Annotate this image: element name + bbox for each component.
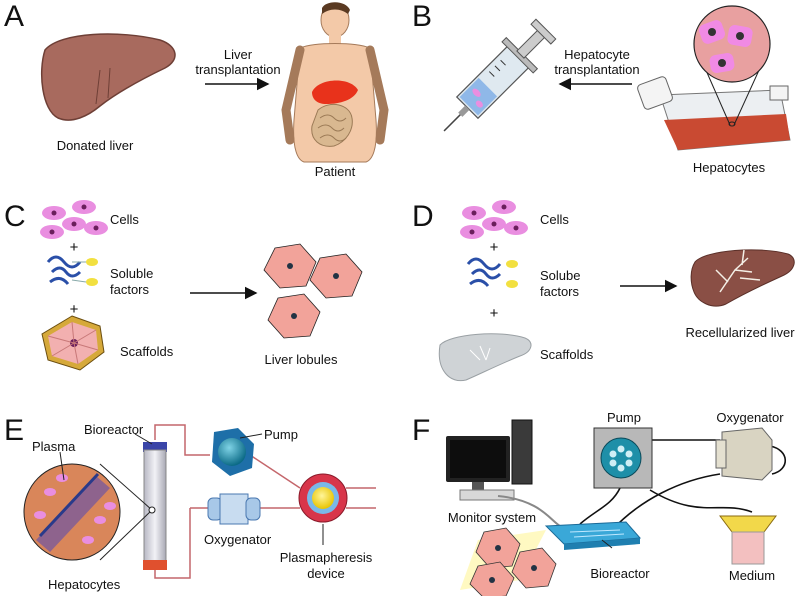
liver-lobules-label: Liver lobules [264, 352, 338, 367]
recellularized-liver-illustration [690, 249, 795, 307]
oxygenator-device-f [715, 427, 773, 481]
hepatocytes-label-b: Hepatocytes [692, 160, 766, 175]
oxygenator-label-e: Oxygenator [204, 532, 272, 547]
panel-letter-d: D [412, 200, 434, 233]
scaffolds-label-d: Scaffolds [540, 347, 594, 362]
liver-transplantation-label-line1: Liver [223, 47, 253, 62]
tubing-f [579, 439, 787, 531]
panel-letter-a: A [4, 0, 25, 33]
hepatocytes-label-e: Hepatocytes [48, 577, 121, 592]
monitor-cable [497, 495, 561, 527]
hepatocyte-transplantation-label-line2: transplantation [554, 62, 640, 77]
tubing-e [154, 424, 376, 579]
soluble-factors-label-c-line1: Soluble [110, 266, 154, 281]
plasmapheresis-device-icon [298, 473, 348, 523]
bioreactor-label-f: Bioreactor [590, 566, 650, 581]
plasma-label-leader [59, 451, 65, 481]
decellularized-liver-scaffold-icon [438, 333, 532, 382]
pump-label-leader-e [239, 433, 263, 439]
panel-letter-f: F [412, 414, 431, 447]
medium-label: Medium [728, 568, 776, 583]
cells-icon-c [40, 200, 108, 239]
plus-sign-d2: + [489, 305, 499, 322]
pump-icon-e [212, 428, 254, 476]
cells-label-d: Cells [540, 212, 569, 227]
lobules-magnified-f [469, 527, 557, 596]
panel-letter-e: E [4, 414, 25, 447]
soluble-factors-label-c-line2: factors [110, 282, 150, 297]
donated-liver-illustration [40, 33, 176, 121]
bioreactor-label-leader-e [134, 433, 153, 445]
scaffold-icon-c [41, 315, 105, 371]
soluble-factors-icon-d [466, 257, 518, 288]
hepatocyte-transplantation-label-line1: Hepatocyte [564, 47, 630, 62]
bioreactor-label-e: Bioreactor [84, 422, 144, 437]
pump-device-f [593, 427, 653, 489]
medium-bottle [719, 515, 777, 565]
cells-icon-d [460, 200, 528, 239]
plasma-label: Plasma [32, 439, 76, 454]
plasma-magnified-view [23, 463, 156, 561]
soluble-factors-icon-c [46, 255, 98, 286]
pump-label-e: Pump [264, 427, 298, 442]
pump-label-f: Pump [607, 410, 641, 425]
recellularized-liver-label: Recellularized liver [685, 325, 795, 340]
oxygenator-label-f: Oxygenator [716, 410, 784, 425]
plasmapheresis-label-line2: device [307, 566, 345, 581]
monitor-system-label: Monitor system [447, 510, 537, 525]
scaffolds-label-c: Scaffolds [120, 344, 174, 359]
patient-label: Patient [314, 164, 356, 179]
plus-sign-c2: + [69, 301, 79, 318]
hepatocyte-magnified-view [693, 5, 771, 83]
plus-sign-c1: + [69, 239, 79, 256]
solube-factors-label-d-line1: Solube [540, 268, 581, 283]
monitor-system-illustration [446, 419, 533, 501]
solube-factors-label-d-line2: factors [540, 284, 580, 299]
cells-label-c: Cells [110, 212, 139, 227]
liver-lobules-illustration [263, 243, 363, 339]
donated-liver-label: Donated liver [56, 138, 134, 153]
plasmapheresis-label-line1: Plasmapheresis [279, 550, 373, 565]
culture-flask-illustration [637, 67, 791, 151]
bioreactor-label-leader-f [601, 539, 613, 549]
patient-illustration [281, 2, 389, 163]
plus-sign-d1: + [489, 239, 499, 256]
panel-letter-c: C [4, 200, 26, 233]
bioreactor-column-e [143, 442, 167, 570]
syringe-illustration [443, 18, 557, 132]
liver-transplantation-label-line2: transplantation [195, 62, 281, 77]
oxygenator-icon-e [207, 493, 261, 525]
panel-letter-b: B [412, 0, 433, 33]
